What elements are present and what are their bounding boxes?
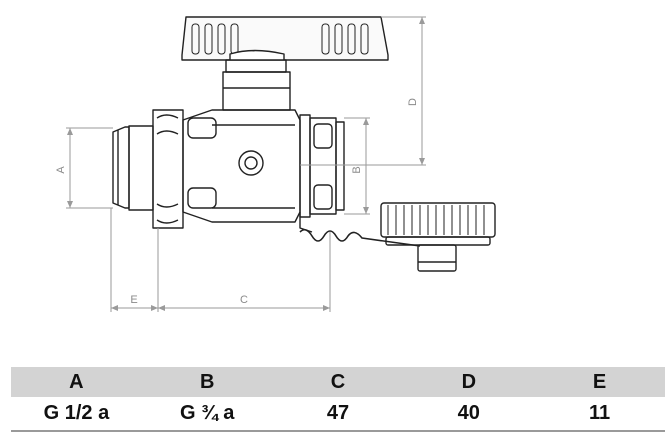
dimension-label-c: C	[240, 294, 248, 306]
value-a: G 1/2 a	[11, 397, 142, 432]
value-e: 11	[534, 397, 665, 432]
valve-technical-drawing: A B D E C	[55, 16, 496, 312]
dimension-label-b: B	[351, 166, 363, 173]
column-header-a: A	[11, 367, 142, 397]
value-b: G ¾ a	[141, 397, 273, 432]
table-header-row: A B C D E	[11, 367, 665, 397]
t-handle	[181, 16, 389, 61]
hose-cap	[380, 202, 496, 272]
dimension-label-e: E	[130, 294, 137, 306]
dimension-label-d: D	[407, 98, 419, 106]
valve-body	[182, 109, 301, 223]
retaining-chain	[299, 228, 421, 247]
value-d: 40	[403, 397, 535, 432]
table-row: G 1/2 a G ¾ a 47 40 11	[11, 397, 665, 432]
dimension-label-a: A	[55, 166, 67, 174]
column-header-e: E	[534, 367, 665, 397]
valve-stem	[222, 59, 291, 111]
column-header-c: C	[272, 367, 404, 397]
column-header-d: D	[403, 367, 535, 397]
dimension-table: A B C D E G 1/2 a G ¾ a 47 40 11	[11, 367, 665, 432]
column-header-b: B	[141, 367, 273, 397]
left-thread-connection	[112, 109, 184, 229]
value-c: 47	[272, 397, 404, 432]
right-union-nut	[299, 114, 345, 233]
